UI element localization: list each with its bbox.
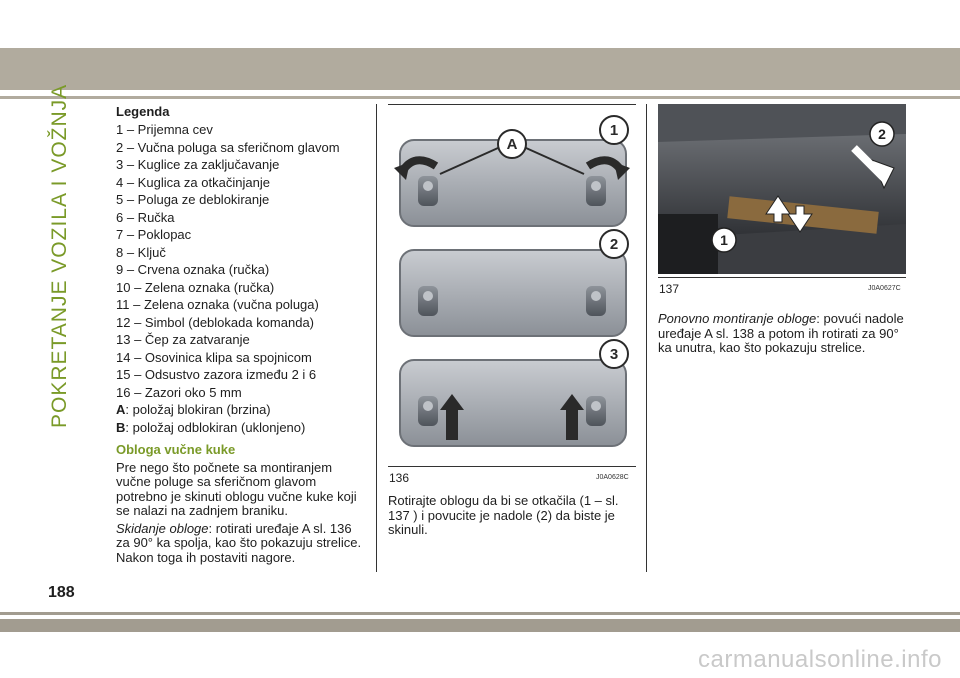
legend-item: 12 – Simbol (deblokada komanda) xyxy=(116,314,315,330)
figure-136-code: J0A0628C xyxy=(596,474,629,481)
figure-137-code: J0A0627C xyxy=(868,285,901,292)
legend-state-b-key: B xyxy=(116,419,126,435)
figure-137-photo: 1 2 xyxy=(658,104,906,274)
watermark: carmanualsonline.info xyxy=(698,646,942,673)
figure-136-label-2: 2 xyxy=(610,236,618,253)
legend-item: 13 – Čep za zatvaranje xyxy=(116,332,250,347)
legend-title: Legenda xyxy=(116,104,170,119)
figure-136-illustration: A 1 2 3 xyxy=(388,110,636,462)
cover-removal-paragraph: Skidanje obloge: rotirati uređaje A sl. … xyxy=(116,520,364,566)
figure-137-label-1: 1 xyxy=(720,232,728,248)
figure-136-label-a: A xyxy=(507,136,518,153)
legend-item: 7 – Poklopac xyxy=(116,227,192,242)
legend-item: 16 – Zazori oko 5 mm xyxy=(116,384,242,400)
legend-state-a-text: : položaj blokiran (brzina) xyxy=(125,402,271,417)
figure-136-number: 136 xyxy=(389,471,410,485)
legend-state-b: B: položaj odblokiran (uklonjeno) xyxy=(116,420,364,436)
legend-item: 15 – Odsustvo zazora između 2 i 6 xyxy=(116,367,317,382)
column-separator-left xyxy=(376,104,377,572)
figure-137-bottom-rule xyxy=(658,277,906,278)
figure-136-label-3: 3 xyxy=(610,346,618,363)
legend-item: 5 – Poluga ze deblokiranje xyxy=(116,192,270,207)
legend-state-a: A: položaj blokiran (brzina) xyxy=(116,402,364,418)
removal-label: Skidanje obloge xyxy=(116,520,209,536)
legend-state-a-key: A xyxy=(116,402,126,417)
cover-section-title: Obloga vučne kuke xyxy=(116,441,236,457)
legend-list: 1 – Prijemna cev 2 – Vučna poluga sa sfer… xyxy=(116,122,364,401)
header-band xyxy=(0,48,960,90)
figure-136-top-rule xyxy=(388,104,636,105)
legend-item: 1 – Prijemna cev xyxy=(116,122,213,137)
figure-136-caption-text: Rotirajte oblogu da bi se otkačila (1 – … xyxy=(388,493,619,537)
page-number: 188 xyxy=(48,584,75,601)
legend-item: 11 – Zelena oznaka (vučna poluga) xyxy=(116,297,319,312)
header-rule xyxy=(0,96,960,99)
removal-text: : rotirati uređaje A sl. 136 za 90° ka s… xyxy=(116,520,362,565)
remount-paragraph: Ponovno montiranje obloge: povući nadole… xyxy=(658,311,906,356)
remount-text: : povući nadole uređaje A sl. 138 a poto… xyxy=(658,311,904,355)
legend-item: 8 – Ključ xyxy=(116,244,166,260)
column-separator-right xyxy=(646,104,647,572)
footer-band xyxy=(0,619,960,632)
figure-136-label-1: 1 xyxy=(610,122,618,139)
legend-item: 6 – Ručka xyxy=(116,209,175,225)
legend-item: 3 – Kuglice za zaključavanje xyxy=(116,157,280,172)
figure-136-panel-2 xyxy=(399,229,629,337)
figure-136-bottom-rule xyxy=(388,466,636,467)
figure-137-number: 137 xyxy=(659,282,680,296)
figure-137-label-2: 2 xyxy=(878,126,886,142)
legend-item: 14 – Osovinica klipa sa spojnicom xyxy=(116,349,312,365)
legend-item: 2 – Vučna poluga sa sferičnom glavom xyxy=(116,139,340,155)
remount-label: Ponovno montiranje obloge xyxy=(658,311,817,326)
figure-136-panel-3 xyxy=(399,339,629,447)
footer-rule xyxy=(0,612,960,615)
legend-item: 10 – Zelena oznaka (ručka) xyxy=(116,279,275,295)
legend-column: Legenda 1 – Prijemna cev 2 – Vučna poluga… xyxy=(116,104,364,568)
figure-136-panel-1 xyxy=(394,115,630,227)
legend-item: 4 – Kuglica za otkačinjanje xyxy=(116,174,270,190)
legend-item: 9 – Crvena oznaka (ručka) xyxy=(116,262,270,277)
section-side-title: POKRETANJE VOZILA I VOŽNJA xyxy=(48,83,71,428)
cover-intro-paragraph: Pre nego što počnete sa montiranjem vučn… xyxy=(116,459,357,518)
legend-state-b-text: : položaj odblokiran (uklonjeno) xyxy=(125,419,306,435)
